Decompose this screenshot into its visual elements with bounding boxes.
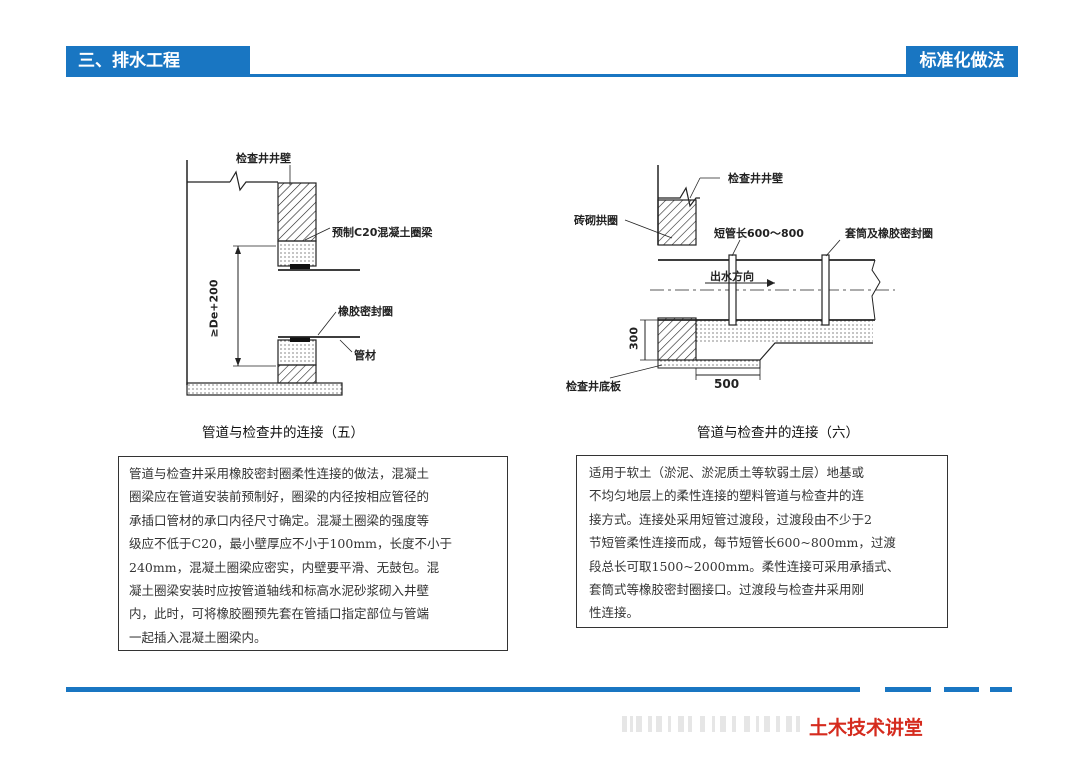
text-line: 一起插入混凝土圈梁内。 bbox=[129, 629, 267, 645]
section-tag: 标准化做法 bbox=[906, 46, 1018, 77]
label-well-wall-6: 检查井井壁 bbox=[728, 172, 783, 185]
label-short-pipe: 短管长600～800 bbox=[714, 227, 804, 240]
text-line: 套筒式等橡胶密封圈接口。过渡段与检查井采用刚 bbox=[589, 582, 865, 598]
label-dim-500: 500 bbox=[714, 377, 740, 391]
figure-6-drawing bbox=[609, 165, 895, 380]
text-line: 承插口管材的承口内径尺寸确定。混凝土圈梁的强度等 bbox=[129, 512, 430, 528]
description-right: 适用于软土（淤泥、淤泥质土等软弱土层）地基或 不均匀地层上的柔性连接的塑料管道与… bbox=[576, 455, 948, 628]
label-ring-beam: 预制C20混凝土圈梁 bbox=[332, 226, 433, 239]
watermark-image bbox=[622, 716, 800, 732]
footer-rule bbox=[66, 687, 860, 692]
text-line: 适用于软土（淤泥、淤泥质土等软弱土层）地基或 bbox=[589, 465, 865, 480]
label-pipe: 管材 bbox=[354, 349, 376, 362]
footer-dash bbox=[944, 687, 979, 692]
text-line: 级应不低于C20，最小壁厚应不小于100mm，长度不小于 bbox=[129, 536, 453, 552]
label-well-floor: 检查井底板 bbox=[566, 380, 621, 393]
label-dim-300: 300 bbox=[627, 327, 641, 350]
figure-6-caption: 管道与检查井的连接（六） bbox=[697, 425, 859, 441]
text-line: 内，此时，可将橡胶圈预先套在管插口指定部位与管端 bbox=[129, 606, 430, 622]
text-line: 接方式。连接处采用短管过渡段，过渡段由不少于2 bbox=[589, 511, 872, 527]
label-rubber-seal: 橡胶密封圈 bbox=[338, 305, 393, 318]
figure-5-caption: 管道与检查井的连接（五） bbox=[202, 425, 364, 441]
label-dimension-5: ≥De+200 bbox=[207, 279, 221, 338]
label-brick-arch: 砖砌拱圈 bbox=[574, 214, 618, 227]
text-line: 圈梁应在管道安装前预制好，圈梁的内径按相应管径的 bbox=[129, 489, 430, 505]
figure-5-drawing bbox=[186, 160, 360, 396]
text-line: 240mm，混凝土圈梁应密实，内壁要平滑、无鼓包。混 bbox=[129, 559, 440, 575]
text-line: 管道与检查井采用橡胶密封圈柔性连接的做法，混凝土 bbox=[129, 466, 430, 481]
section-title: 三、排水工程 bbox=[66, 46, 250, 77]
brand-name: 土木技术讲堂 bbox=[809, 717, 924, 739]
label-flow-direction: 出水方向 bbox=[710, 270, 754, 283]
header-rule bbox=[66, 74, 1018, 77]
text-line: 性连接。 bbox=[589, 605, 640, 621]
footer-dash bbox=[990, 687, 1012, 692]
text-line: 不均匀地层上的柔性连接的塑料管道与检查井的连 bbox=[589, 488, 865, 504]
text-line: 凝土圈梁安装时应按管道轴线和标高水泥砂浆砌入井壁 bbox=[129, 583, 430, 599]
footer-dash bbox=[885, 687, 931, 692]
text-line: 段总长可取1500~2000mm。柔性连接可采用承插式、 bbox=[589, 558, 900, 574]
label-sleeve-seal: 套筒及橡胶密封圈 bbox=[845, 227, 933, 240]
label-well-wall-5: 检查井井壁 bbox=[236, 152, 291, 165]
text-line: 节短管柔性连接而成，每节短管长600~800mm，过渡 bbox=[589, 535, 896, 551]
description-left: 管道与检查井采用橡胶密封圈柔性连接的做法，混凝土 圈梁应在管道安装前预制好，圈梁… bbox=[118, 456, 508, 651]
